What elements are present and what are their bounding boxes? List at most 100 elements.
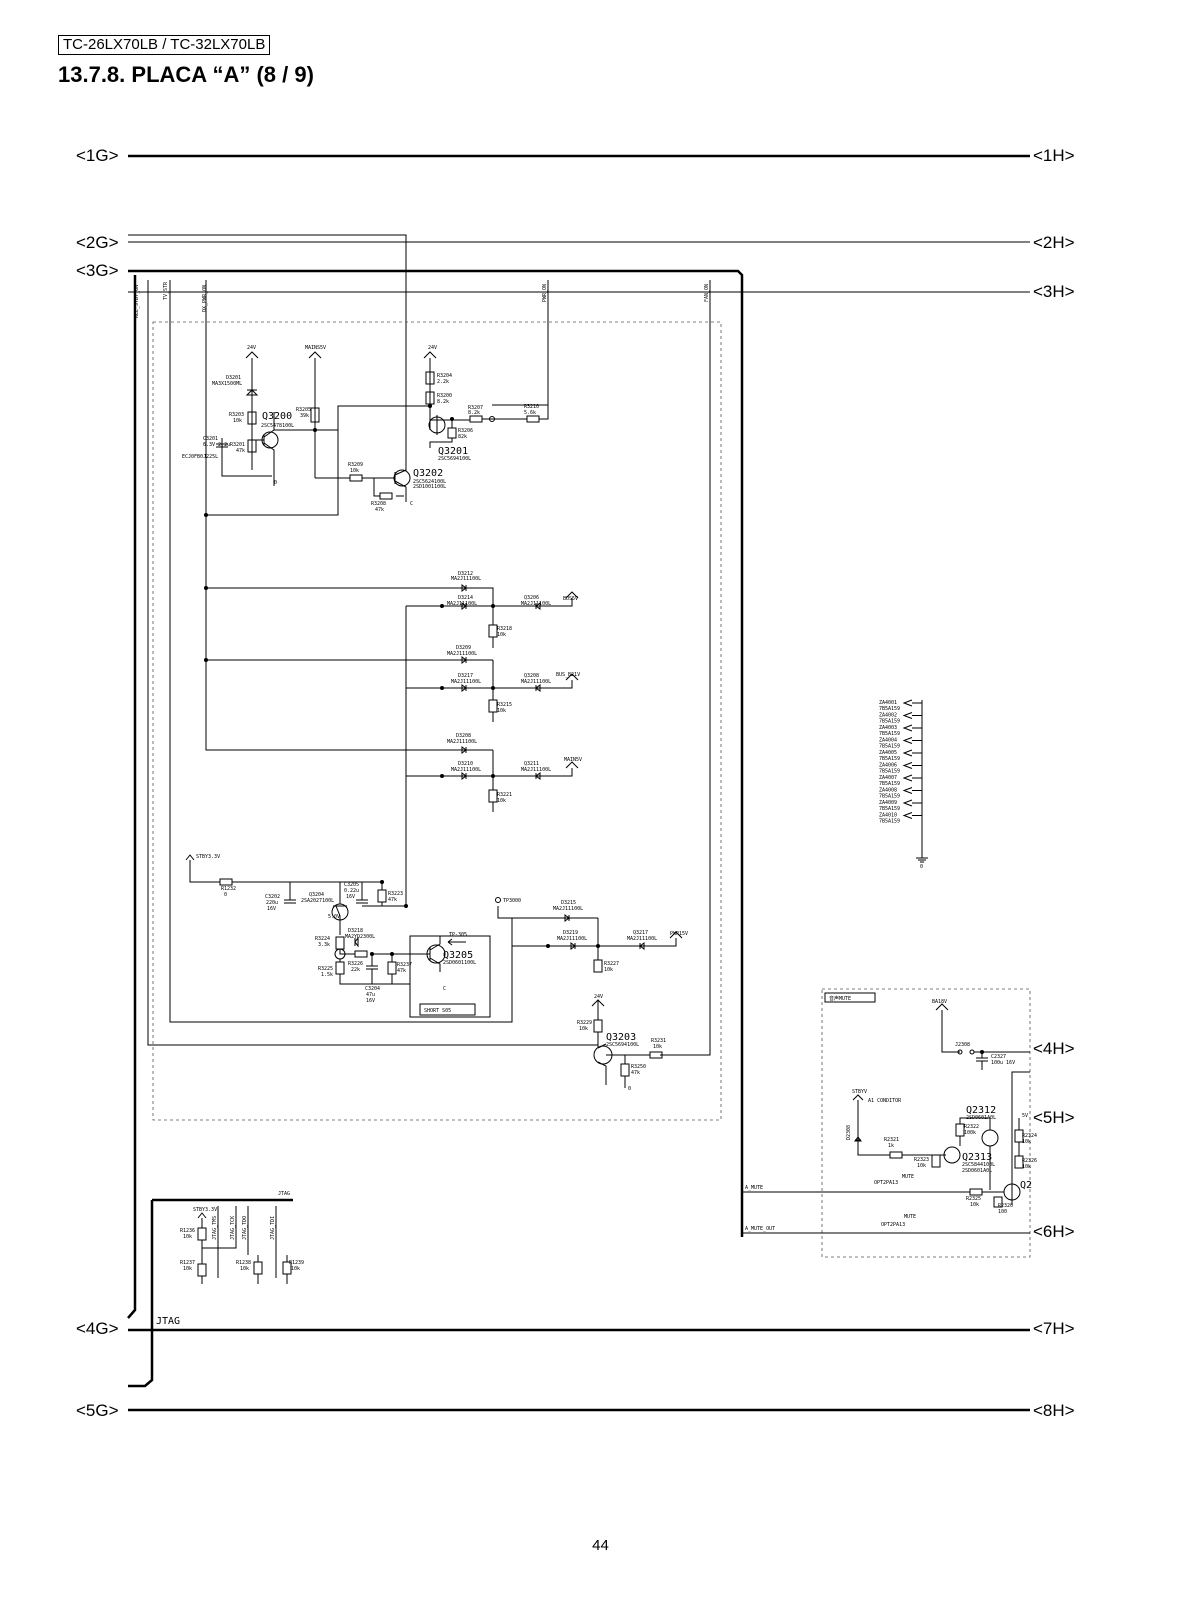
svg-text:D2308: D2308 bbox=[846, 1125, 852, 1140]
connector-2g: <2G> bbox=[76, 233, 119, 252]
connector-3g: <3G> bbox=[76, 261, 119, 280]
svg-text:2SC5844100L: 2SC5844100L bbox=[962, 1162, 995, 1168]
q2312-label: Q2312 bbox=[966, 1105, 996, 1116]
svg-text:C: C bbox=[410, 501, 413, 507]
svg-text:R1232: R1232 bbox=[221, 886, 236, 892]
svg-text:D3208: D3208 bbox=[456, 733, 471, 739]
terminal-stack: 0 ZA40017B5A159ZA40027B5A159ZA40037B5A15… bbox=[879, 699, 928, 870]
svg-text:R3250: R3250 bbox=[631, 1064, 646, 1070]
svg-text:2.2k: 2.2k bbox=[437, 379, 449, 385]
svg-text:MA2J11100L: MA2J11100L bbox=[521, 767, 551, 773]
svg-text:R3207: R3207 bbox=[468, 405, 483, 411]
svg-text:MA2J11100L: MA2J11100L bbox=[553, 906, 583, 912]
svg-text:STBY3.3V: STBY3.3V bbox=[193, 1207, 217, 1213]
svg-text:MA2J11100L: MA2J11100L bbox=[451, 576, 481, 582]
svg-text:STBYV: STBYV bbox=[852, 1089, 867, 1095]
svg-text:R1239: R1239 bbox=[289, 1260, 304, 1266]
terminal-symbol bbox=[902, 724, 922, 732]
tv-str-line bbox=[169, 280, 513, 1023]
dx-pwr-label: DX_PWR_ON bbox=[202, 285, 208, 312]
svg-text:R3231: R3231 bbox=[651, 1038, 666, 1044]
svg-text:BUS5V: BUS5V bbox=[563, 596, 578, 602]
terminal-label: ZA4003 bbox=[879, 725, 897, 731]
terminal-part: 7B5A159 bbox=[879, 756, 900, 762]
svg-text:D3212: D3212 bbox=[458, 571, 473, 577]
svg-text:C2327: C2327 bbox=[991, 1054, 1006, 1060]
svg-text:R3225: R3225 bbox=[318, 966, 333, 972]
svg-text:10k: 10k bbox=[497, 708, 506, 714]
svg-text:0.22u: 0.22u bbox=[344, 888, 359, 894]
svg-text:220u: 220u bbox=[266, 900, 278, 906]
terminal-symbol bbox=[902, 812, 922, 819]
connector-5g: <5G> bbox=[76, 1401, 119, 1420]
svg-text:2SC5694100L: 2SC5694100L bbox=[438, 456, 471, 462]
rel-stby-label: REL_STBY_ON bbox=[134, 285, 140, 318]
svg-text:R3215: R3215 bbox=[497, 702, 512, 708]
svg-text:16V: 16V bbox=[366, 998, 375, 1004]
svg-text:R3224: R3224 bbox=[315, 936, 330, 942]
svg-text:MA2J11100L: MA2J11100L bbox=[521, 679, 551, 685]
svg-text:R3204: R3204 bbox=[437, 373, 452, 379]
connector-3h: <3H> bbox=[1033, 282, 1075, 301]
svg-text:JTAG_TCK: JTAG_TCK bbox=[230, 1216, 236, 1240]
svg-text:10k: 10k bbox=[970, 1202, 979, 1208]
terminal-symbol bbox=[902, 787, 922, 794]
svg-text:D3201: D3201 bbox=[226, 375, 241, 381]
terminal-part: 7B5A159 bbox=[879, 806, 900, 812]
svg-text:47k: 47k bbox=[388, 897, 397, 903]
connector-8h: <8H> bbox=[1033, 1401, 1075, 1420]
terminal-part: 7B5A159 bbox=[879, 794, 900, 800]
svg-text:8.2k: 8.2k bbox=[468, 410, 480, 416]
svg-text:82k: 82k bbox=[458, 434, 467, 440]
svg-text:10k: 10k bbox=[183, 1234, 192, 1240]
q3200-section: 24V D3201 MA3X1500ML R3203 10k R3201 47k… bbox=[182, 345, 430, 486]
svg-text:100u 16V: 100u 16V bbox=[991, 1060, 1015, 1066]
svg-text:R2325: R2325 bbox=[966, 1196, 981, 1202]
svg-text:R3223: R3223 bbox=[388, 891, 403, 897]
svg-text:MUTE: MUTE bbox=[904, 1214, 916, 1220]
terminal-label: ZA4009 bbox=[879, 800, 897, 806]
terminal-part: 7B5A159 bbox=[879, 706, 900, 712]
svg-text:STBY3.3V: STBY3.3V bbox=[196, 854, 220, 860]
svg-text:100k: 100k bbox=[964, 1130, 976, 1136]
q3202-section: R3209 10k R3208 47k Q3202 2SC5624100L 2S… bbox=[348, 406, 446, 513]
svg-text:MA3X1500ML: MA3X1500ML bbox=[212, 381, 242, 387]
svg-text:16V: 16V bbox=[267, 906, 276, 912]
svg-text:10k: 10k bbox=[497, 798, 506, 804]
svg-text:D3215: D3215 bbox=[561, 900, 576, 906]
svg-text:16V: 16V bbox=[346, 894, 355, 900]
bus-left-vertical bbox=[127, 275, 137, 1319]
svg-text:10k: 10k bbox=[579, 1026, 588, 1032]
svg-text:JTAG_TMS: JTAG_TMS bbox=[212, 1216, 218, 1240]
svg-text:TP3000: TP3000 bbox=[503, 898, 521, 904]
svg-text:BUS_B21V: BUS_B21V bbox=[556, 672, 580, 678]
bus-2g-branch bbox=[128, 234, 407, 470]
terminal-label: ZA4008 bbox=[879, 788, 897, 794]
q3205-section: TP3000 D3215 MA2J11100L D3219 MA2J11100L… bbox=[315, 897, 688, 1018]
svg-text:JTAG_TDO: JTAG_TDO bbox=[242, 1216, 248, 1240]
svg-text:OPT2PA13: OPT2PA13 bbox=[881, 1222, 905, 1228]
mute-section: 音声MUTE BA18V J2308 C2327 100u 16V STBYV … bbox=[742, 988, 1037, 1258]
svg-text:2SC5694100L: 2SC5694100L bbox=[606, 1042, 639, 1048]
svg-text:R3218: R3218 bbox=[497, 626, 512, 632]
svg-text:22k: 22k bbox=[351, 967, 360, 973]
junction bbox=[204, 513, 208, 517]
terminal-part: 7B5A159 bbox=[879, 819, 900, 825]
tv-str-label: TV_STR bbox=[163, 281, 169, 300]
svg-text:10k: 10k bbox=[497, 632, 506, 638]
svg-text:R3209: R3209 bbox=[348, 462, 363, 468]
svg-text:R1237: R1237 bbox=[180, 1260, 195, 1266]
svg-text:0: 0 bbox=[274, 480, 277, 486]
terminal-symbol bbox=[902, 774, 922, 782]
svg-text:MA2J11100L: MA2J11100L bbox=[447, 739, 477, 745]
svg-text:2SC5478100L: 2SC5478100L bbox=[261, 423, 294, 429]
svg-text:C3205: C3205 bbox=[344, 882, 359, 888]
q2313-label: Q2313 bbox=[962, 1152, 992, 1163]
svg-text:MA2J11100L: MA2J11100L bbox=[521, 601, 551, 607]
pwr-on-line bbox=[492, 280, 549, 406]
connector-4h: <4H> bbox=[1033, 1039, 1075, 1058]
svg-text:0: 0 bbox=[920, 864, 923, 870]
svg-text:1.5k: 1.5k bbox=[321, 972, 333, 978]
svg-text:24V: 24V bbox=[428, 345, 437, 351]
